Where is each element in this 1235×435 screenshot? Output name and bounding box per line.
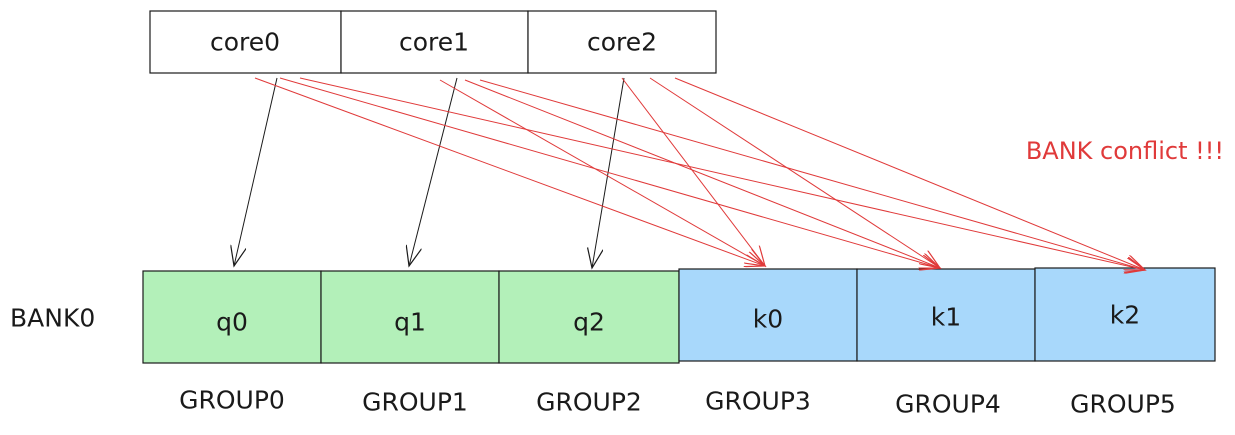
- arrow-core0-to-group0: [234, 77, 278, 266]
- bank-cell-q0-rect: [142, 270, 322, 364]
- group-label-3: GROUP3: [705, 387, 811, 416]
- conflict-arrow-core0-to-group3: [254, 77, 765, 266]
- bank-cell-k0-rect: [678, 268, 858, 362]
- core-box-2-rect: [527, 10, 717, 74]
- core-box-2: core2: [527, 10, 717, 74]
- group-label-5: GROUP5: [1070, 390, 1176, 419]
- core-label-0: core0: [210, 28, 280, 57]
- core-box-0-rect: [149, 10, 342, 74]
- core-label-1: core1: [399, 28, 469, 57]
- group-label-2: GROUP2: [536, 388, 642, 417]
- bank-cell-q2-rect: [498, 270, 680, 364]
- bank-label: BANK0: [10, 304, 95, 333]
- bank-cell-k1-rect: [856, 268, 1036, 362]
- group-labels: GROUP0 GROUP1 GROUP2 GROUP3 GROUP4 GROUP…: [179, 386, 1176, 419]
- bank-row: q0 q1 q2 k0 k1 k2: [142, 267, 1216, 364]
- core-box-1: core1: [340, 10, 529, 74]
- bank-cell-k1-label: k1: [931, 303, 961, 332]
- conflict-arrow-core1-to-group4: [464, 79, 940, 268]
- group-label-4: GROUP4: [895, 390, 1001, 419]
- bank-cell-q1: q1: [320, 270, 500, 364]
- arrow-core1-to-group1: [409, 77, 458, 266]
- conflict-arrow-core2-to-group3: [621, 77, 765, 266]
- bank-cell-q1-label: q1: [394, 308, 426, 337]
- arrow-core2-to-group2: [592, 77, 625, 268]
- bank-cell-k2-rect: [1034, 267, 1216, 362]
- conflict-arrow-core1-to-group5: [479, 79, 1145, 270]
- conflict-arrow-core2-to-group5: [674, 77, 1145, 270]
- bank-cell-k2-label: k2: [1110, 301, 1140, 330]
- core-box-1-rect: [340, 10, 529, 74]
- bank-cell-q2-label: q2: [573, 308, 605, 337]
- conflict-arrow-core2-to-group4: [649, 77, 940, 268]
- core-box-0: core0: [149, 10, 342, 74]
- bank-cell-k0: k0: [678, 268, 858, 362]
- group-label-0: GROUP0: [179, 386, 285, 415]
- arrow-layer: [234, 77, 1145, 270]
- bank-cell-q1-rect: [320, 270, 500, 364]
- bank-cell-q0-label: q0: [216, 308, 248, 337]
- bank-cell-q0: q0: [142, 270, 322, 364]
- bank-cell-k1: k1: [856, 268, 1036, 362]
- conflict-arrow-core0-to-group5: [299, 77, 1145, 270]
- bank-cell-k0-label: k0: [753, 305, 783, 334]
- bank-conflict-label: BANK conflict !!!: [1026, 137, 1224, 165]
- conflict-arrow-core0-to-group4: [279, 77, 940, 268]
- conflict-arrow-core1-to-group3: [439, 79, 765, 266]
- group-label-1: GROUP1: [362, 388, 468, 417]
- bank-cell-k2: k2: [1034, 267, 1216, 362]
- core-row: core0 core1 core2: [149, 10, 717, 74]
- core-label-2: core2: [587, 28, 657, 57]
- bank-cell-q2: q2: [498, 270, 680, 364]
